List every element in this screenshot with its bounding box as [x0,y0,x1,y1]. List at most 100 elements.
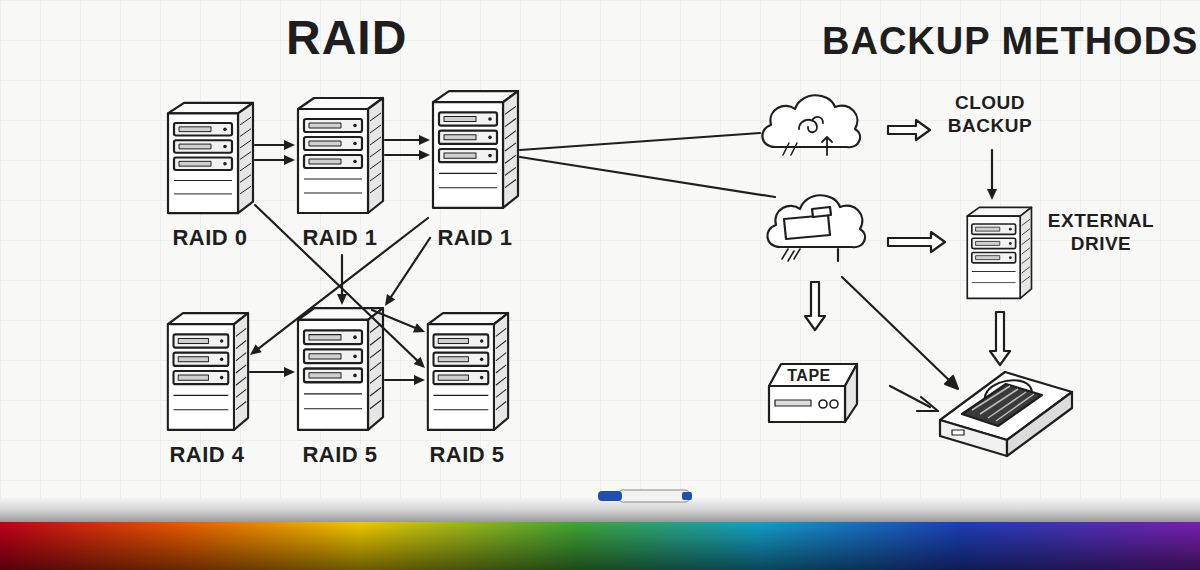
block-arrow [805,282,825,330]
block-arrow [888,120,930,140]
cloud-outline [767,195,865,247]
tape-drive-node: TAPE [765,360,860,425]
drive-dock-icon [940,372,1072,456]
server-icon [430,88,520,210]
bay-slot [178,375,208,380]
arrow-head [917,397,938,411]
bay-led [488,117,492,121]
server-icon [425,310,510,432]
tape-reel [819,400,827,408]
bay-led [220,339,223,343]
panel-line [434,395,489,396]
server-icon [295,95,385,215]
bay-slot [976,256,1000,260]
drive-bay [174,334,229,347]
dock-light [952,430,964,435]
bay-slot [179,161,211,166]
side-hatch [1022,276,1030,282]
marker-cap [598,491,622,501]
side-hatch [240,186,251,194]
dock-slot [962,384,1042,426]
drive-bay [304,330,362,344]
tape-reel [830,400,838,408]
leader-line [890,386,930,407]
connector-line [257,218,428,350]
server-drawing [428,313,508,430]
panel-line [304,408,362,409]
bay-slot [309,141,341,146]
drive-bay [174,371,229,384]
bay-led [480,376,483,380]
bay-led [353,354,357,358]
side-hatch [370,362,381,370]
side-hatch [496,341,506,349]
drive-bay [304,155,362,168]
drive-bay [304,137,362,150]
drive-bay [972,224,1016,234]
dock-handle [985,380,1032,398]
node-label: EXTERNAL DRIVE [1041,210,1161,256]
board-grid [0,0,1200,500]
server-side [1020,207,1031,298]
server-front [298,109,368,213]
side-hatch [236,328,246,336]
upload-arrow [822,137,832,155]
server-drawing [168,103,253,213]
side-hatch [236,377,246,385]
connector-line [250,371,286,373]
side-hatch [236,365,246,373]
side-hatch [496,365,506,373]
side-hatch [240,152,251,160]
drive-bay [972,238,1016,248]
bay-led [353,335,357,339]
server-drawing [168,313,248,430]
connector [385,375,425,385]
bay-slot [309,159,341,164]
panel-line [174,395,229,396]
server-front [168,113,238,213]
connector [520,133,760,150]
connector-line [341,255,343,296]
drive-bay [434,353,489,366]
bay-slot [444,135,476,140]
drive-bay [174,158,232,170]
side-hatch [505,106,516,114]
panel-line [439,173,497,174]
side-hatch [370,349,381,357]
connector-line [255,159,286,161]
arrow-head [413,323,425,332]
panel-line [304,393,362,394]
server-front [168,324,234,430]
side-hatch [1022,257,1030,263]
side-hatch [505,143,516,151]
bay-slot [309,335,341,340]
bay-slot [179,144,211,149]
section-heading: BACKUP METHODS [822,20,1198,63]
side-hatch [370,161,381,169]
bay-led [1009,242,1012,245]
drive-bay [434,371,489,384]
side-hatch [1022,267,1030,273]
side-hatch [236,341,246,349]
connector-line [385,139,421,141]
arrow-head [419,135,430,145]
cloud-backup-node: CLOUD BACKUP [755,85,1025,165]
raid-server: RAID 5 [425,310,510,470]
sync-marks [782,249,800,261]
connector [385,135,430,145]
connector-line [520,133,760,150]
bay-slot [444,116,476,121]
side-hatch [496,377,506,385]
connector [987,150,997,200]
bay-led [353,373,357,377]
leader-line [520,157,775,197]
diagram-title: RAID [286,10,407,65]
arrow-head [284,140,295,150]
tape-drawing [769,364,857,422]
connector [385,150,430,160]
panel-line [972,271,1016,272]
side-hatch [236,353,246,361]
server-side [368,98,383,213]
drive-tab [812,207,831,217]
panel-line [972,282,1016,283]
